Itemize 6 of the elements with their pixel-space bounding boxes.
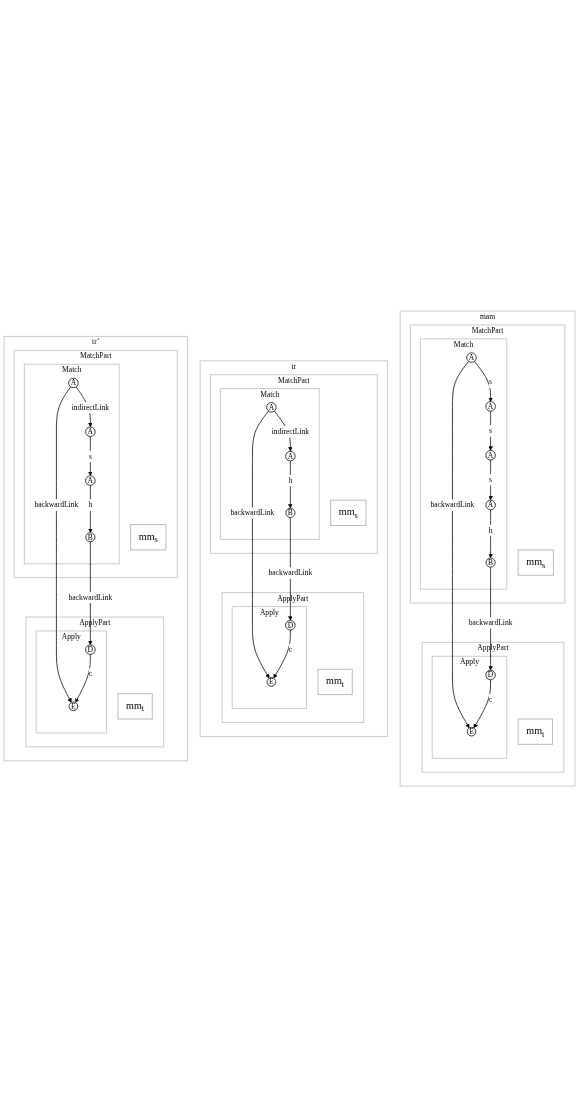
node-box: mm$_{t}$ [117, 693, 153, 720]
node-box: mm$_{s}$ [517, 549, 554, 576]
node-box: mm$_{s}$ [130, 524, 167, 551]
node-box: mm$_{s}$ [330, 499, 367, 526]
node-box: mm$_{t}$ [517, 718, 553, 745]
node-box: mm$_{t}$ [317, 668, 353, 696]
